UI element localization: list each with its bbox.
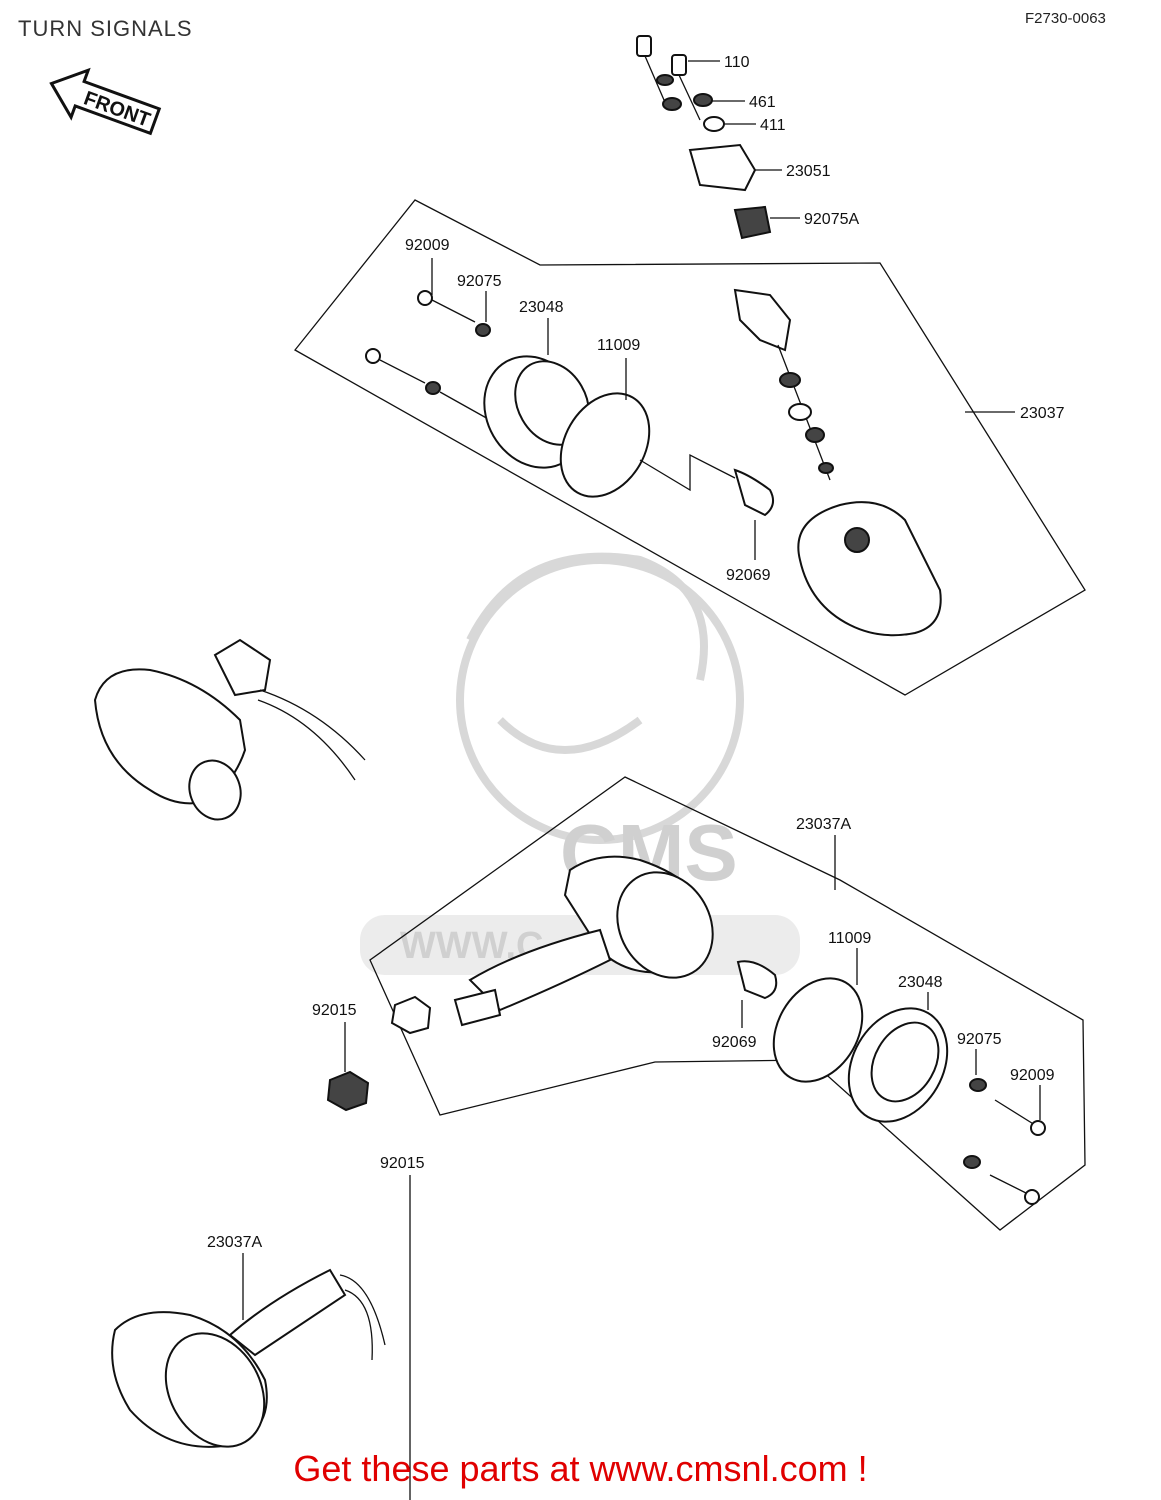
label-11009-lower: 11009: [828, 930, 871, 947]
leader-lines: [242, 60, 1041, 1500]
label-92075A: 92075A: [804, 211, 859, 228]
label-92015-b: 92015: [380, 1155, 425, 1172]
label-411: 411: [760, 117, 786, 134]
diagram-title: TURN SIGNALS: [18, 16, 193, 41]
label-23048-lower: 23048: [898, 974, 943, 991]
lower-signal-exploded: [453, 855, 1046, 1205]
left-assembled-signal: [93, 638, 366, 821]
label-92075-upper: 92075: [457, 273, 502, 290]
label-11009-upper: 11009: [597, 337, 640, 354]
label-23037A-lower: 23037A: [796, 816, 851, 833]
mount-bolt-assembly: [636, 35, 772, 240]
label-92069-lower: 92069: [712, 1034, 757, 1051]
label-92075-lower: 92075: [957, 1031, 1002, 1048]
front-arrow-icon: FRONT: [49, 67, 162, 136]
group-outline-upper: [294, 199, 1086, 696]
group-outline-lower: [369, 776, 1086, 1231]
label-92069-upper: 92069: [726, 567, 771, 584]
figure-code: F2730-0063: [1025, 10, 1106, 27]
nut-92015-a: [326, 1070, 370, 1112]
label-92009-upper: 92009: [405, 237, 450, 254]
label-461: 461: [749, 94, 776, 111]
buy-parts-link[interactable]: Get these parts at www.cmsnl.com !: [293, 1448, 868, 1489]
label-23048-upper: 23048: [519, 299, 564, 316]
upper-signal-exploded: [365, 288, 942, 637]
bottom-assembled-signal: [111, 1268, 386, 1448]
nut-92015-b: [390, 995, 432, 1035]
label-92015-a: 92015: [312, 1002, 357, 1019]
label-23037A-bottom: 23037A: [207, 1234, 262, 1251]
label-23051: 23051: [786, 163, 831, 180]
label-23037: 23037: [1020, 405, 1065, 422]
label-110: 110: [724, 54, 750, 71]
label-92009-lower: 92009: [1010, 1067, 1055, 1084]
